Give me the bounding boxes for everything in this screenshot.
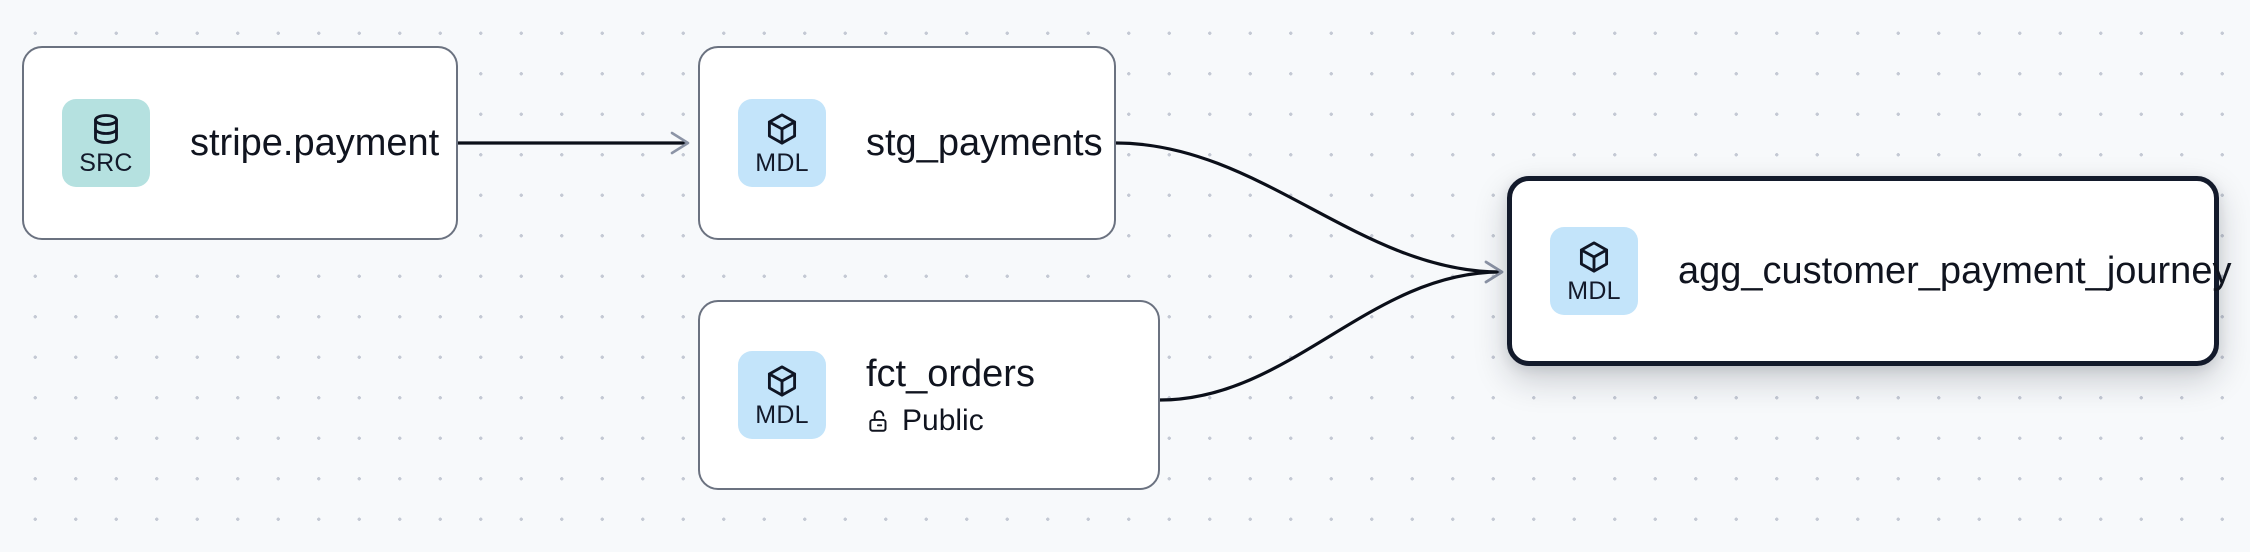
edge-fct-to-agg [1158, 260, 1504, 402]
source-badge: SRC [62, 99, 150, 187]
node-visibility: Public [866, 404, 1035, 437]
badge-label: MDL [755, 400, 809, 429]
badge-label: SRC [79, 148, 133, 177]
node-body: fct_orders Public [866, 353, 1035, 438]
edge-stripe-to-stg [456, 131, 690, 155]
edge-path [1158, 270, 1502, 402]
lineage-node-fct-orders[interactable]: MDL fct_orders Public [698, 300, 1160, 490]
node-title: agg_customer_payment_journey [1678, 249, 2232, 292]
lineage-node-agg-customer-payment-journey[interactable]: MDL agg_customer_payment_journey [1507, 176, 2232, 366]
lineage-node-stg-payments[interactable]: MDL stg_payments [698, 46, 1116, 240]
lineage-node-stripe-payment[interactable]: SRC stripe.payment [22, 46, 458, 240]
arrow-head-icon [1484, 260, 1504, 284]
edge-stg-to-agg [1114, 141, 1504, 284]
visibility-label: Public [902, 404, 984, 438]
node-title: stripe.payment [190, 121, 440, 164]
cube-icon [764, 363, 800, 399]
node-title: fct_orders [866, 352, 1035, 395]
cube-icon [764, 111, 800, 147]
model-badge: MDL [738, 99, 826, 187]
cube-icon [1576, 239, 1612, 275]
node-title: stg_payments [866, 121, 1103, 164]
node-body: agg_customer_payment_journey [1678, 249, 2232, 293]
unlock-icon [866, 408, 892, 434]
arrow-head-icon [1484, 260, 1504, 284]
model-badge: MDL [1550, 227, 1638, 315]
badge-label: MDL [1567, 276, 1621, 305]
edge-path [1114, 141, 1502, 274]
node-body: stripe.payment [190, 122, 439, 165]
database-icon [88, 111, 124, 147]
arrow-head-icon [670, 131, 690, 155]
model-badge: MDL [738, 351, 826, 439]
badge-label: MDL [755, 148, 809, 177]
node-body: stg_payments [866, 122, 1103, 165]
